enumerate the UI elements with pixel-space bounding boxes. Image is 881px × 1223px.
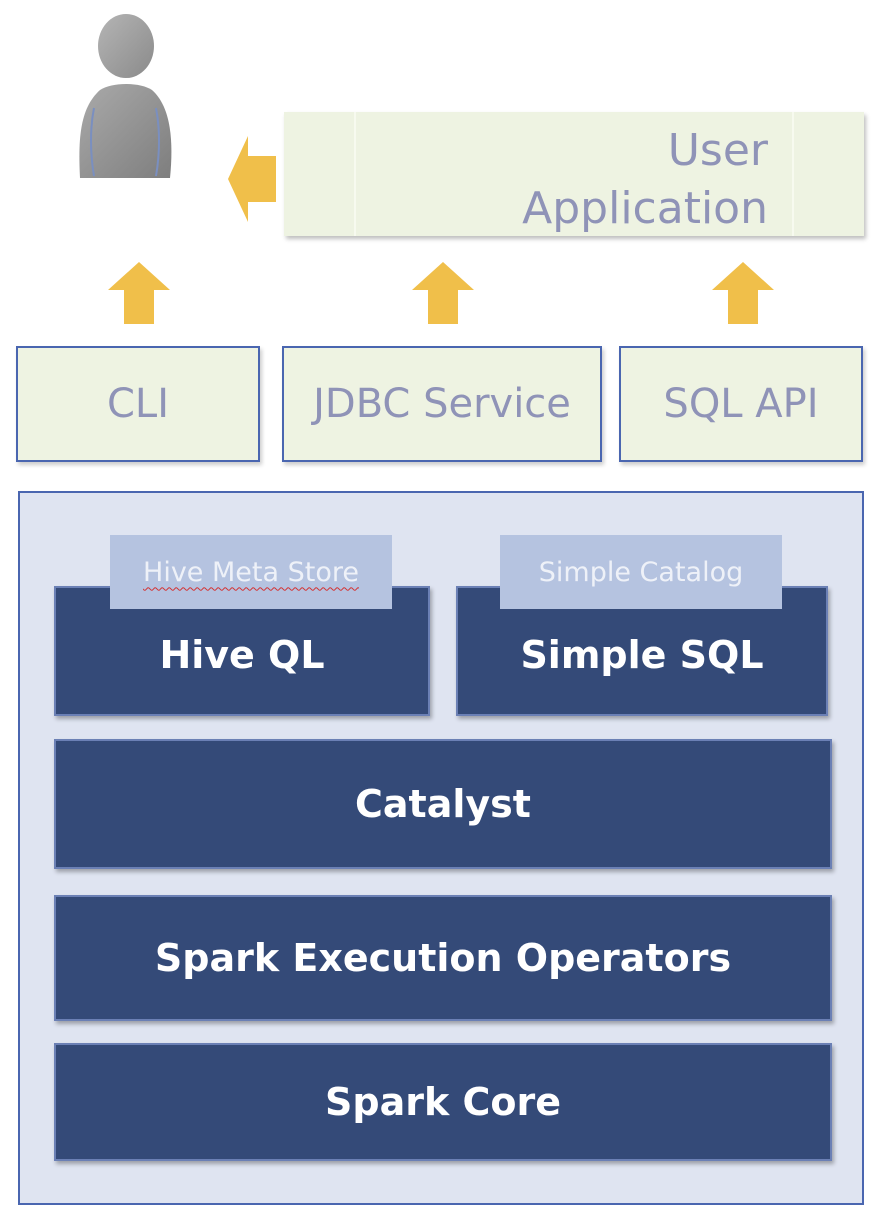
box-stripe <box>792 112 794 236</box>
jdbc-service-box: JDBC Service <box>282 346 602 462</box>
user-application-box: User Application <box>284 112 864 236</box>
arrow-up-icon <box>712 262 774 324</box>
catalyst-layer: Catalyst <box>54 739 832 869</box>
sql-api-box: SQL API <box>619 346 863 462</box>
user-application-label: User Application <box>522 122 768 238</box>
spark-execution-operators-layer: Spark Execution Operators <box>54 895 832 1021</box>
box-stripe <box>354 112 356 236</box>
user-application-line2: Application <box>522 183 768 234</box>
cli-box: CLI <box>16 346 260 462</box>
spark-core-layer: Spark Core <box>54 1043 832 1161</box>
user-person-icon <box>70 8 178 188</box>
user-application-line1: User <box>667 125 768 176</box>
hive-meta-store-label: Hive Meta Store <box>143 556 359 588</box>
arrow-left-icon <box>228 136 276 222</box>
arrow-up-icon <box>108 262 170 324</box>
simple-catalog-box: Simple Catalog <box>500 535 782 609</box>
hive-meta-store-box: Hive Meta Store <box>110 535 392 609</box>
arrow-up-icon <box>412 262 474 324</box>
